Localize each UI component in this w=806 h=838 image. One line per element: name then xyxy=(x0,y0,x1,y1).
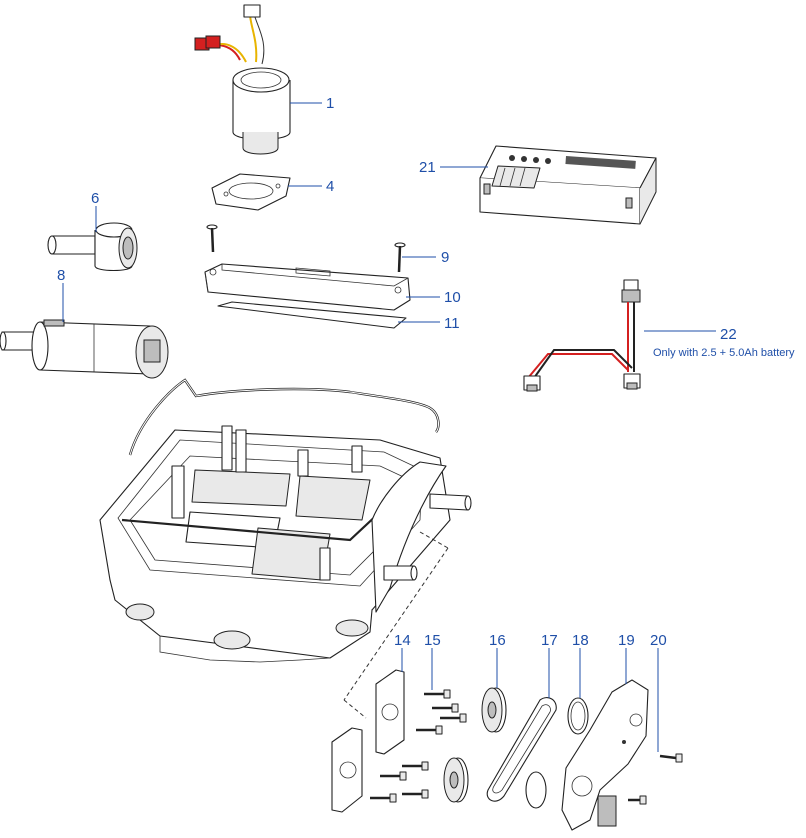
part-9-screws xyxy=(206,224,406,273)
part-11-strip xyxy=(217,301,407,329)
part-20-screw xyxy=(659,753,683,763)
part-1-motor xyxy=(194,4,291,155)
callout-6: 6 xyxy=(91,190,99,207)
callout-11: 11 xyxy=(444,315,460,332)
part-21-battery-pack xyxy=(479,145,657,225)
callout-21: 21 xyxy=(419,159,436,176)
callout-17: 17 xyxy=(541,632,558,649)
callout-22: 22 xyxy=(720,326,737,343)
callout-15: 15 xyxy=(424,632,441,649)
part-10-bracket xyxy=(204,263,411,311)
leader-lines xyxy=(62,102,716,752)
part-16-pulleys xyxy=(443,687,507,803)
callout-20: 20 xyxy=(650,632,667,649)
part-6-coupling xyxy=(47,222,138,272)
part-14-gaskets xyxy=(331,669,405,813)
part-19-side-plate xyxy=(561,679,649,831)
callout-16: 16 xyxy=(489,632,506,649)
callout-9: 9 xyxy=(441,249,449,266)
part-17-belt xyxy=(486,697,557,809)
callout-10: 10 xyxy=(444,289,461,306)
part-4-gasket xyxy=(211,173,291,211)
battery-note: Only with 2.5 + 5.0Ah battery xyxy=(653,347,795,359)
part-18-o-ring xyxy=(567,697,589,735)
main-chassis xyxy=(99,378,472,719)
callout-labels: 1 4 6 8 9 10 11 14 15 16 17 18 19 20 21 … xyxy=(57,95,795,649)
callout-19: 19 xyxy=(618,632,635,649)
callout-8: 8 xyxy=(57,267,65,284)
callout-14: 14 xyxy=(394,632,411,649)
callout-4: 4 xyxy=(326,178,334,195)
part-22-cable xyxy=(523,279,641,392)
callout-1: 1 xyxy=(326,95,334,112)
callout-18: 18 xyxy=(572,632,589,649)
part-15-screws xyxy=(370,689,467,803)
part-8-drive-motor xyxy=(0,319,169,379)
